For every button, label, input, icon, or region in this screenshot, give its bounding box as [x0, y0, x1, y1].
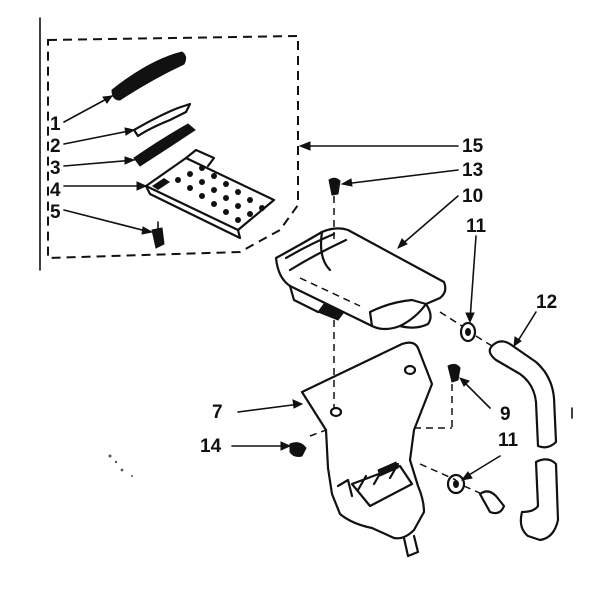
label-15: 15: [462, 136, 484, 157]
part-2-clip: [132, 102, 192, 138]
label-14: 14: [200, 436, 222, 457]
part-labels: 1 2 3 4 5 15 13 10 11 12 7 9 11 14: [50, 114, 557, 457]
label-10: 10: [462, 186, 483, 207]
label-7: 7: [212, 402, 223, 423]
label-11-upper: 11: [466, 216, 487, 237]
alignment-lines: [309, 196, 493, 495]
label-3: 3: [50, 158, 61, 179]
label-11-lower: 11: [498, 430, 519, 451]
inset-box: [39, 17, 299, 271]
label-13: 13: [462, 160, 483, 181]
label-9: 9: [500, 404, 511, 425]
part-12-hose-upper: [488, 340, 558, 449]
label-1: 1: [50, 114, 61, 135]
part-1-handle: [111, 51, 187, 101]
connector-tube: [478, 490, 506, 515]
part-10-housing: [274, 227, 447, 331]
part-3-bar: [133, 123, 196, 167]
part-9-screw: [447, 363, 461, 383]
label-5: 5: [50, 202, 61, 223]
part-13-screw: [328, 177, 341, 196]
scan-marks: [108, 454, 133, 477]
part-4-grille: [144, 148, 276, 240]
part-14-clip: [289, 442, 307, 457]
part-12-hose-lower: [519, 458, 560, 542]
label-2: 2: [50, 136, 61, 157]
part-7-bracket: [300, 341, 434, 558]
part-5-screw: [151, 221, 165, 249]
leader-lines: [63, 95, 537, 481]
part-11-washer-upper: [459, 321, 477, 343]
part-11-washer-lower: [446, 473, 466, 495]
label-12: 12: [536, 292, 557, 313]
label-4: 4: [50, 180, 61, 201]
